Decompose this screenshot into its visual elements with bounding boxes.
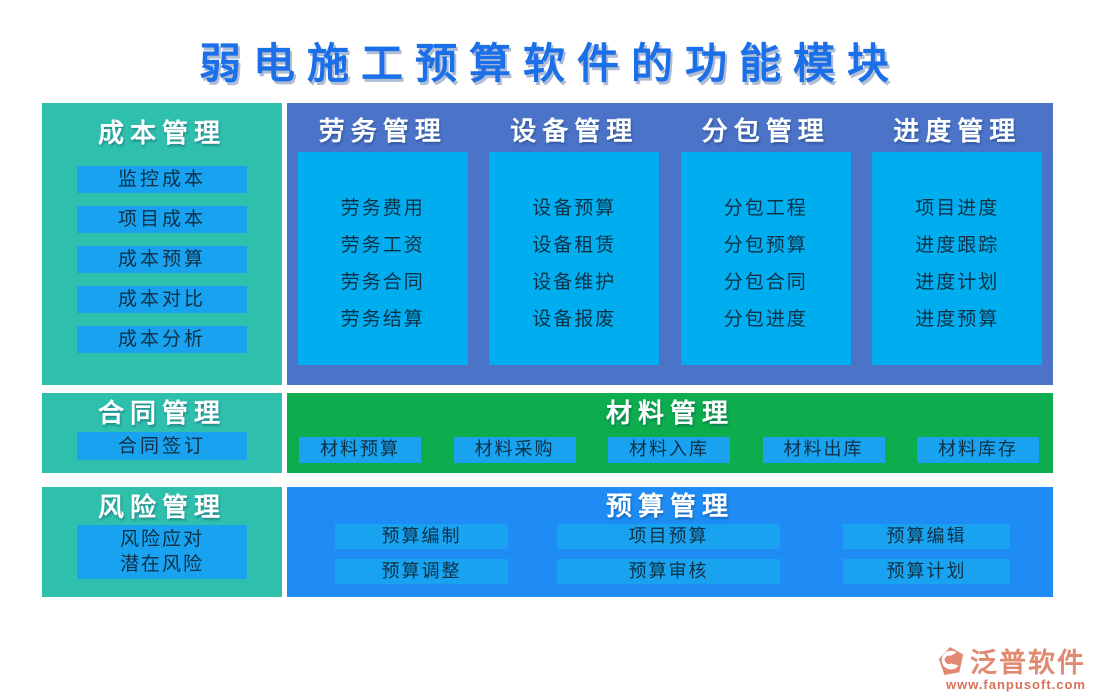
budget-item-button-compile[interactable]: 预算编制 bbox=[335, 524, 508, 549]
module-item-equipment-budget[interactable]: 设备预算 bbox=[532, 197, 617, 219]
cost-item-button-cost-budget[interactable]: 成本预算 bbox=[77, 246, 247, 273]
module-item-equipment-maintain[interactable]: 设备维护 bbox=[532, 271, 617, 293]
labor-item-panel: 劳务费用 劳务工资 劳务合同 劳务结算 bbox=[297, 152, 468, 365]
labor-header: 劳务管理 bbox=[318, 117, 447, 147]
panel-cost-management: 成本管理 监控成本 项目成本 成本预算 成本对比 成本分析 bbox=[42, 103, 282, 385]
fanpu-logo-icon bbox=[937, 646, 965, 676]
cost-item-button-cost-compare[interactable]: 成本对比 bbox=[77, 286, 247, 313]
module-item-labor-settlement[interactable]: 劳务结算 bbox=[340, 308, 425, 330]
budget-item-button-adjust[interactable]: 预算调整 bbox=[335, 559, 508, 584]
cost-header: 成本管理 bbox=[97, 119, 226, 149]
material-header: 材料管理 bbox=[605, 399, 734, 429]
module-item-subcontract-project[interactable]: 分包工程 bbox=[723, 197, 808, 219]
module-item-equipment-lease[interactable]: 设备租赁 bbox=[532, 234, 617, 256]
budget-item-button-project-budget[interactable]: 项目预算 bbox=[557, 524, 780, 549]
module-item-labor-wage[interactable]: 劳务工资 bbox=[340, 234, 425, 256]
brand-url-link[interactable]: www.fanpusoft.com bbox=[945, 677, 1086, 692]
module-column-labor: 劳务管理 劳务费用 劳务工资 劳务合同 劳务结算 bbox=[287, 103, 479, 385]
module-item-subcontract-contract[interactable]: 分包合同 bbox=[723, 271, 808, 293]
subcontract-item-panel: 分包工程 分包预算 分包合同 分包进度 bbox=[680, 152, 851, 365]
module-item-subcontract-progress[interactable]: 分包进度 bbox=[723, 308, 808, 330]
module-item-progress-track[interactable]: 进度跟踪 bbox=[915, 234, 1000, 256]
panel-budget-management: 预算管理 预算编制 项目预算 预算编辑 预算调整 预算审核 预算计划 bbox=[287, 487, 1053, 597]
risk-item-box: 风险应对 潜在风险 bbox=[77, 525, 247, 579]
material-item-button-purchase[interactable]: 材料采购 bbox=[453, 437, 576, 463]
module-item-project-progress[interactable]: 项目进度 bbox=[915, 197, 1000, 219]
panel-contract-management: 合同管理 合同签订 bbox=[42, 393, 282, 473]
panel-risk-management: 风险管理 风险应对 潜在风险 bbox=[42, 487, 282, 597]
panel-main-modules: 劳务管理 劳务费用 劳务工资 劳务合同 劳务结算 设备管理 设备预算 设备租赁 … bbox=[287, 103, 1053, 385]
material-item-button-inbound[interactable]: 材料入库 bbox=[608, 437, 730, 463]
budget-item-button-plan[interactable]: 预算计划 bbox=[843, 559, 1010, 584]
cost-item-list: 监控成本 项目成本 成本预算 成本对比 成本分析 bbox=[42, 151, 282, 353]
module-item-equipment-scrap[interactable]: 设备报废 bbox=[532, 308, 617, 330]
risk-header: 风险管理 bbox=[97, 493, 226, 523]
budget-item-button-review[interactable]: 预算审核 bbox=[557, 559, 780, 584]
equipment-header: 设备管理 bbox=[510, 117, 639, 147]
cost-item-button-project-cost[interactable]: 项目成本 bbox=[77, 206, 247, 233]
module-column-progress: 进度管理 项目进度 进度跟踪 进度计划 进度预算 bbox=[862, 103, 1054, 385]
material-item-button-budget[interactable]: 材料预算 bbox=[299, 437, 421, 463]
risk-item-response[interactable]: 风险应对 bbox=[119, 528, 204, 550]
material-item-row: 材料预算 材料采购 材料入库 材料出库 材料库存 bbox=[287, 431, 1053, 463]
module-item-progress-budget[interactable]: 进度预算 bbox=[915, 308, 1000, 330]
module-column-equipment: 设备管理 设备预算 设备租赁 设备维护 设备报废 bbox=[479, 103, 671, 385]
module-item-labor-contract[interactable]: 劳务合同 bbox=[340, 271, 425, 293]
panel-material-management: 材料管理 材料预算 材料采购 材料入库 材料出库 材料库存 bbox=[287, 393, 1053, 473]
module-item-progress-plan[interactable]: 进度计划 bbox=[915, 271, 1000, 293]
subcontract-header: 分包管理 bbox=[701, 117, 830, 147]
material-item-button-outbound[interactable]: 材料出库 bbox=[762, 437, 885, 463]
progress-header: 进度管理 bbox=[893, 117, 1022, 147]
cost-item-button-monitor-cost[interactable]: 监控成本 bbox=[77, 166, 247, 193]
risk-item-potential[interactable]: 潜在风险 bbox=[119, 553, 204, 575]
material-item-button-stock[interactable]: 材料库存 bbox=[917, 437, 1039, 463]
brand-footer: 泛普软件 www.fanpusoft.com bbox=[937, 641, 1086, 692]
contract-sign-button[interactable]: 合同签订 bbox=[77, 432, 247, 460]
contract-header: 合同管理 bbox=[97, 399, 226, 429]
equipment-item-panel: 设备预算 设备租赁 设备维护 设备报废 bbox=[489, 152, 660, 365]
progress-item-panel: 项目进度 进度跟踪 进度计划 进度预算 bbox=[872, 152, 1043, 365]
brand-name: 泛普软件 bbox=[970, 648, 1086, 679]
cost-item-button-cost-analysis[interactable]: 成本分析 bbox=[77, 326, 247, 353]
budget-header: 预算管理 bbox=[605, 492, 734, 522]
page-title: 弱电施工预算软件的功能模块 bbox=[198, 39, 901, 88]
module-column-subcontract: 分包管理 分包工程 分包预算 分包合同 分包进度 bbox=[670, 103, 862, 385]
module-item-subcontract-budget[interactable]: 分包预算 bbox=[723, 234, 808, 256]
budget-item-button-edit[interactable]: 预算编辑 bbox=[843, 524, 1010, 549]
module-item-labor-cost[interactable]: 劳务费用 bbox=[340, 197, 425, 219]
